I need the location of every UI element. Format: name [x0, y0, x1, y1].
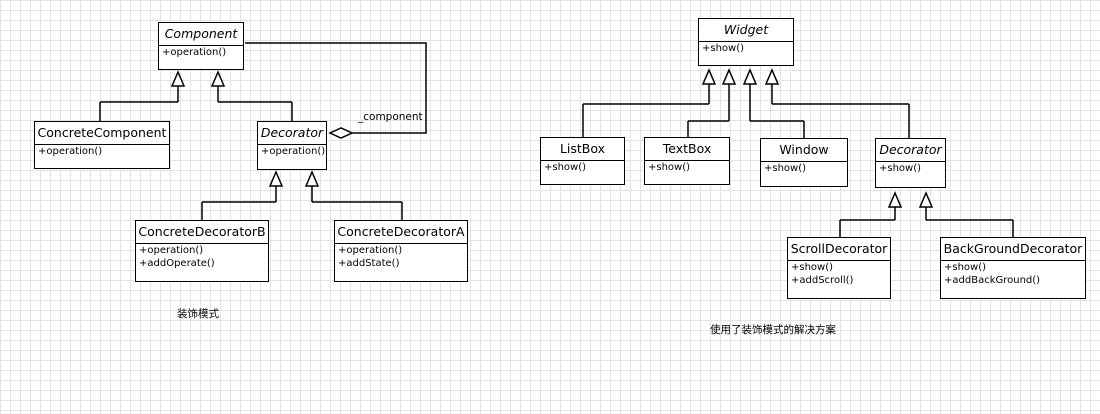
class-name: ConcreteDecoratorB [136, 221, 268, 244]
class-name: Decorator [876, 139, 945, 162]
class-name: ScrollDecorator [788, 238, 890, 261]
operation: +addBackGround() [944, 274, 1041, 286]
class-name: ConcreteComponent [35, 122, 169, 145]
inheritance-arrow-icon [721, 68, 737, 85]
operation: +show() [544, 162, 587, 173]
aggregation-diamond-icon [328, 127, 354, 139]
operation: +operation() [261, 146, 326, 157]
operation: +addScroll() [791, 274, 854, 286]
caption-solution: 使用了装饰模式的解决方案 [710, 324, 836, 336]
class-name: Window [761, 139, 847, 162]
class-window[interactable]: Window +show() [760, 138, 848, 187]
class-concrete-component[interactable]: ConcreteComponent +operation() [34, 121, 170, 169]
class-name: ConcreteDecoratorA [335, 221, 467, 244]
operation: +show() [648, 162, 691, 173]
class-decorator[interactable]: Decorator +operation() [257, 121, 327, 170]
inheritance-arrow-icon [268, 170, 284, 187]
class-name: ListBox [541, 138, 624, 161]
operation: +operation() [139, 245, 204, 256]
inheritance-arrow-icon [701, 68, 717, 85]
class-background-decorator[interactable]: BackGroundDecorator +show() +addBackGrou… [940, 237, 1086, 299]
operation: +operation() [38, 146, 103, 157]
class-listbox[interactable]: ListBox +show() [540, 137, 625, 185]
inheritance-arrow-icon [210, 70, 226, 87]
class-component[interactable]: Component +operation() [158, 22, 244, 70]
inheritance-arrow-icon [170, 70, 186, 87]
inheritance-arrow-icon [887, 191, 903, 208]
operation: +addOperate() [139, 257, 215, 269]
class-scroll-decorator[interactable]: ScrollDecorator +show() +addScroll() [787, 237, 891, 299]
operation: +show() [764, 163, 807, 174]
operation: +operation() [338, 245, 403, 256]
operation: +show() [791, 262, 834, 273]
operation: +show() [702, 43, 745, 54]
class-concrete-decorator-a[interactable]: ConcreteDecoratorA +operation() +addStat… [334, 220, 468, 282]
class-name: Widget [699, 19, 793, 42]
association-label: _component [358, 111, 423, 123]
class-decorator[interactable]: Decorator +show() [875, 138, 946, 188]
class-name: Component [159, 23, 243, 46]
operation: +show() [879, 163, 922, 174]
class-name: TextBox [645, 138, 729, 161]
class-name: Decorator [258, 122, 326, 145]
class-widget[interactable]: Widget +show() [698, 18, 794, 66]
class-concrete-decorator-b[interactable]: ConcreteDecoratorB +operation() +addOper… [135, 220, 269, 282]
caption-decorator-pattern: 装饰模式 [177, 308, 219, 320]
class-name: BackGroundDecorator [941, 238, 1085, 261]
inheritance-arrow-icon [764, 68, 780, 85]
inheritance-arrow-icon [918, 191, 934, 208]
operation: +operation() [162, 47, 227, 58]
class-textbox[interactable]: TextBox +show() [644, 137, 730, 185]
operation: +show() [944, 262, 987, 273]
operation: +addState() [338, 257, 400, 269]
inheritance-arrow-icon [304, 170, 320, 187]
aggregation-line [245, 42, 427, 134]
inheritance-arrow-icon [742, 68, 758, 85]
